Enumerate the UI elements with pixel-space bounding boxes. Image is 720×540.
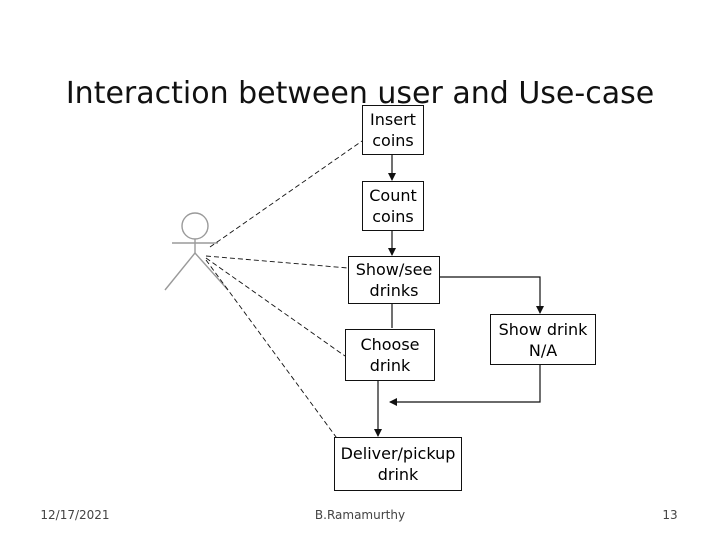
- slide-title: Interaction between user and Use-case: [65, 76, 655, 111]
- footer-page-number: 13: [662, 508, 678, 522]
- association-insert-coins: [209, 140, 363, 248]
- actor-associations: [205, 140, 363, 457]
- use-case-count-coins: Count coins: [362, 181, 424, 231]
- use-case-show-drink-na: Show drink N/A: [490, 314, 596, 365]
- arrow-show-to-na: [438, 276, 544, 314]
- footer-author: B.Ramamurthy: [314, 508, 406, 522]
- use-case-deliver-pickup-drink: Deliver/pickup drink: [334, 437, 462, 491]
- use-case-insert-coins: Insert coins: [362, 105, 424, 155]
- use-case-show-see-drinks: Show/see drinks: [348, 256, 440, 304]
- footer-date: 12/17/2021: [40, 508, 110, 522]
- association-choose-drink: [205, 257, 346, 357]
- arrow-na-to-flow: [389, 363, 541, 406]
- use-case-choose-drink: Choose drink: [345, 329, 435, 381]
- actor-stick-figure-icon: [164, 212, 229, 291]
- association-show-see-drinks: [205, 255, 349, 269]
- association-deliver-pickup: [205, 259, 351, 457]
